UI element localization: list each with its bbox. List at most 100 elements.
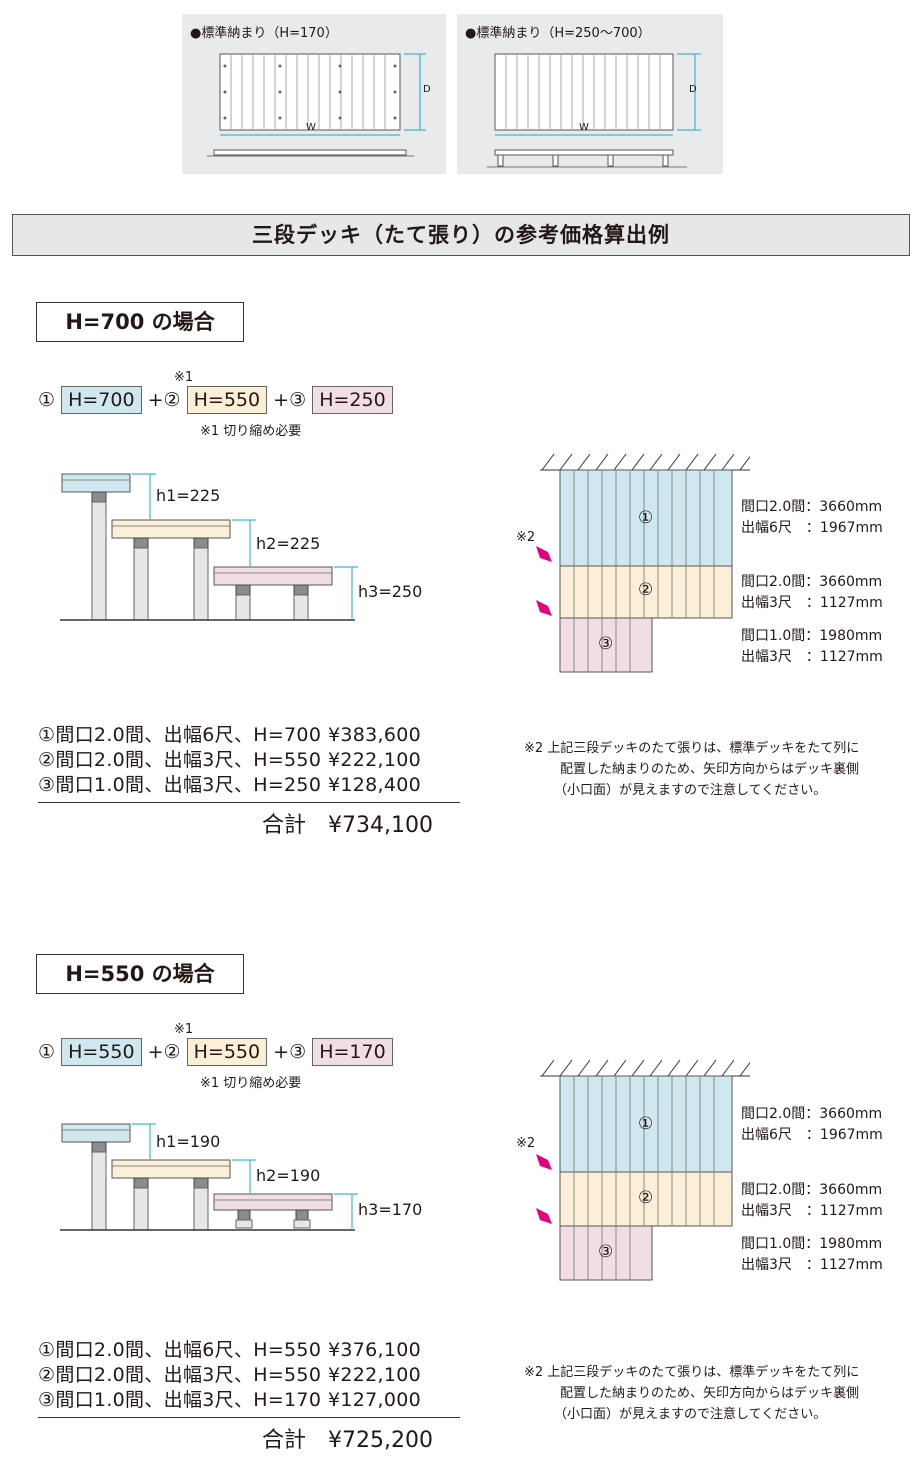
arrow-note-mark: ※2 [516, 530, 536, 545]
line-price: ¥376,100 [328, 1339, 422, 1361]
caution-note: ※2 上記三段デッキのたて張りは、標準デッキをたて列に 配置した納まりのため、矢… [524, 1362, 859, 1425]
spec-depth: 出幅3尺 ：1127mm [741, 649, 883, 665]
line-price: ¥222,100 [328, 749, 422, 771]
step-deck-side-elevation [60, 473, 358, 621]
deck-plan-drawing-h170 [207, 53, 426, 157]
spec-depth: 出幅6尺 ：1967mm [741, 1127, 883, 1143]
total-amount: ¥725,200 [328, 1428, 433, 1453]
deck-layout-plan [536, 1059, 750, 1281]
dim-h3: h3=250 [358, 582, 423, 601]
line-price: ¥128,400 [328, 774, 422, 796]
step-deck-side-elevation [60, 1123, 358, 1231]
note-line: 配置した納まりのため、矢印方向からはデッキ裏側 [560, 1386, 860, 1401]
plan-label-2: ② [638, 1188, 654, 1208]
dim-h1: h1=225 [156, 486, 221, 505]
spec-deck-1: 間口2.0間：3660mm 出幅6尺 ：1967mm [741, 1104, 883, 1146]
plan-label-2: ② [638, 580, 654, 600]
case-title-h700: H=700 の場合 [36, 302, 244, 342]
deck-plan-drawing-h250 [487, 53, 701, 168]
price-lines: ①間口2.0間、出幅6尺、H=550 ¥376,100 ②間口2.0間、出幅3尺、… [38, 1335, 422, 1411]
note-line: （小口面）が見えますので注意してください。 [554, 783, 827, 798]
width-label-w: W [306, 122, 316, 133]
total-label: 合計 [262, 813, 307, 838]
total-row: 合計 ¥725,200 [262, 1422, 433, 1454]
dim-h2: h2=225 [256, 534, 321, 553]
spec-deck-3: 間口1.0間：1980mm 出幅3尺 ：1127mm [741, 1234, 883, 1276]
price-lines: ①間口2.0間、出幅6尺、H=700 ¥383,600 ②間口2.0間、出幅3尺、… [38, 720, 422, 796]
total-row: 合計 ¥734,100 [262, 807, 433, 839]
plus-sign: + [273, 1041, 290, 1063]
plus-sign: + [147, 389, 164, 411]
spec-deck-2: 間口2.0間：3660mm 出幅3尺 ：1127mm [741, 572, 883, 614]
price-line: ③間口1.0間、出幅3尺、H=170¥127,000 [38, 1385, 421, 1411]
spec-depth: 出幅3尺 ：1127mm [741, 1257, 883, 1273]
plan-label-1: ① [638, 508, 654, 528]
case-title-h550: H=550 の場合 [36, 954, 244, 994]
footnote-trim-required: ※1 切り縮め必要 [200, 1076, 302, 1091]
number-3: ③ [289, 389, 307, 411]
standard-h170-panel: ●標準納まり（H=170） W D [182, 14, 446, 174]
caution-note: ※2 上記三段デッキのたて張りは、標準デッキをたて列に 配置した納まりのため、矢… [524, 738, 859, 801]
spec-deck-3: 間口1.0間：1980mm 出幅3尺 ：1127mm [741, 626, 883, 668]
formula-row: ① H=700 +② H=550 +③ H=250 [38, 386, 393, 414]
number-2: ② [163, 389, 181, 411]
spec-frontage: 間口1.0間：1980mm [741, 1236, 883, 1252]
chip-deck-3: H=170 [312, 1038, 393, 1066]
price-line: ③間口1.0間、出幅3尺、H=250 ¥128,400 [38, 770, 422, 796]
number-2: ② [163, 1041, 181, 1063]
plan-label-3: ③ [598, 1242, 614, 1262]
dim-h2: h2=190 [256, 1166, 321, 1185]
footnote-trim-required: ※1 切り縮め必要 [200, 424, 302, 439]
section-banner: 三段デッキ（たて張り）の参考価格算出例 [12, 214, 910, 256]
line-desc: ②間口2.0間、出幅3尺、H=550 [38, 749, 322, 771]
number-1: ① [38, 1041, 56, 1063]
note-line: ※2 上記三段デッキのたて張りは、標準デッキをたて列に [524, 741, 860, 756]
footnote-mark-1: ※1 [174, 1022, 194, 1037]
total-divider [38, 1417, 460, 1418]
total-label: 合計 [262, 1428, 307, 1453]
price-line: ②間口2.0間、出幅3尺、H=550¥222,100 [38, 1360, 421, 1386]
price-line: ②間口2.0間、出幅3尺、H=550 ¥222,100 [38, 745, 422, 771]
line-price: ¥383,600 [328, 724, 422, 746]
spec-frontage: 間口2.0間：3660mm [741, 499, 883, 515]
plan-label-1: ① [638, 1114, 654, 1134]
spec-depth: 出幅3尺 ：1127mm [741, 595, 883, 611]
dim-h1: h1=190 [156, 1132, 221, 1151]
line-desc: ③間口1.0間、出幅3尺、H=170 [38, 1389, 322, 1411]
footnote-mark-1: ※1 [174, 370, 194, 385]
spec-frontage: 間口2.0間：3660mm [741, 1182, 883, 1198]
spec-frontage: 間口1.0間：1980mm [741, 628, 883, 644]
total-divider [38, 802, 460, 803]
chip-deck-1: H=550 [61, 1038, 142, 1066]
note-line: （小口面）が見えますので注意してください。 [554, 1407, 827, 1422]
deck-layout-plan [536, 453, 750, 673]
total-amount: ¥734,100 [328, 813, 433, 838]
chip-deck-2: H=550 [186, 1038, 268, 1066]
panel-title-h170: ●標準納まり（H=170） [190, 26, 338, 41]
dim-h3: h3=170 [358, 1200, 423, 1219]
spec-depth: 出幅3尺 ：1127mm [741, 1203, 883, 1219]
depth-label-d: D [689, 84, 697, 95]
width-label-w: W [579, 122, 589, 133]
plus-sign: + [273, 389, 290, 411]
spec-depth: 出幅6尺 ：1967mm [741, 520, 883, 536]
depth-label-d: D [423, 84, 431, 95]
spec-frontage: 間口2.0間：3660mm [741, 1106, 883, 1122]
spec-deck-1: 間口2.0間：3660mm 出幅6尺 ：1967mm [741, 497, 883, 539]
line-desc: ②間口2.0間、出幅3尺、H=550 [38, 1364, 322, 1386]
spec-deck-2: 間口2.0間：3660mm 出幅3尺 ：1127mm [741, 1180, 883, 1222]
chip-deck-3: H=250 [312, 386, 393, 414]
note-line: 配置した納まりのため、矢印方向からはデッキ裏側 [560, 762, 860, 777]
price-line: ①間口2.0間、出幅6尺、H=550 ¥376,100 [38, 1335, 422, 1361]
standard-h250-700-panel: ●標準納まり（H=250〜700） W D [457, 14, 723, 174]
line-desc: ①間口2.0間、出幅6尺、H=550 [38, 1339, 322, 1361]
arrow-note-mark: ※2 [516, 1136, 536, 1151]
formula-row: ① H=550 +② H=550 +③ H=170 [38, 1038, 393, 1066]
line-desc: ③間口1.0間、出幅3尺、H=250 [38, 774, 322, 796]
number-1: ① [38, 389, 56, 411]
plan-label-3: ③ [598, 634, 614, 654]
plus-sign: + [147, 1041, 164, 1063]
line-desc: ①間口2.0間、出幅6尺、H=700 [38, 724, 322, 746]
number-3: ③ [289, 1041, 307, 1063]
price-line: ①間口2.0間、出幅6尺、H=700 ¥383,600 [38, 720, 422, 746]
